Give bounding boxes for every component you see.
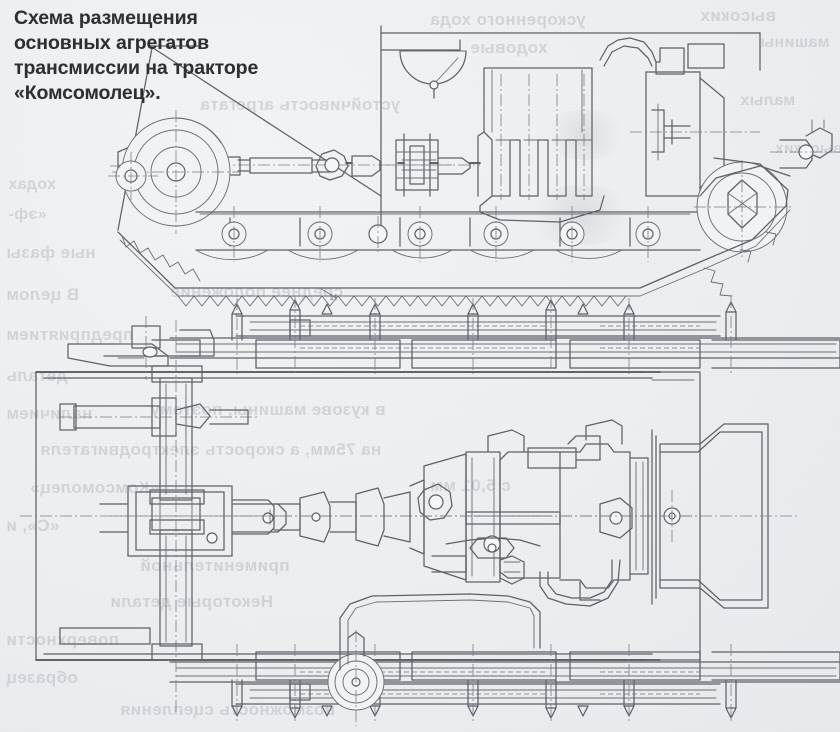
intake-manifold xyxy=(599,37,685,75)
front-idler-small xyxy=(108,152,158,200)
caption-line-1: основных агрегатов xyxy=(14,32,209,54)
caption-line-2: трансмиссии на тракторе xyxy=(14,57,259,79)
side-elevation-view: 11 xyxy=(108,25,840,307)
track-assembly-upper xyxy=(169,296,840,374)
final-drive-upper xyxy=(67,316,215,380)
main-clutch-plan xyxy=(559,419,700,601)
plan-small-hardware xyxy=(59,319,311,701)
figure-caption: Схема размещения основных агрегатов трансм… xyxy=(14,6,386,106)
main-clutch-housing xyxy=(630,43,760,197)
steering-wheel xyxy=(399,50,467,99)
svg-text:11: 11 xyxy=(330,293,338,302)
track-chain xyxy=(117,157,791,307)
track-assembly-lower xyxy=(169,630,840,726)
drive-sprocket xyxy=(112,110,240,234)
plan-idler-right xyxy=(645,371,701,661)
propeller-shaft-plan xyxy=(220,479,700,555)
universal-joint xyxy=(315,149,349,181)
rear-aux-detail xyxy=(770,119,840,169)
gearbox-plan xyxy=(417,429,601,583)
gearshift-mechanism xyxy=(417,483,453,521)
leader-pointer-track: 11 xyxy=(319,287,338,302)
differential-housing xyxy=(99,485,287,557)
exhaust-pipe xyxy=(339,555,621,671)
engine-plan xyxy=(640,423,800,609)
rear-idler-wheel xyxy=(694,160,792,258)
road-wheel-bogies xyxy=(195,206,701,262)
plan-drive-sprocket xyxy=(327,630,385,726)
engine-block xyxy=(477,67,605,223)
plan-view xyxy=(20,296,840,726)
caption-line-3: «Комсомолец». xyxy=(14,82,161,104)
hull-outline xyxy=(117,25,761,241)
caption-line-0: Схема размещения xyxy=(14,7,198,29)
